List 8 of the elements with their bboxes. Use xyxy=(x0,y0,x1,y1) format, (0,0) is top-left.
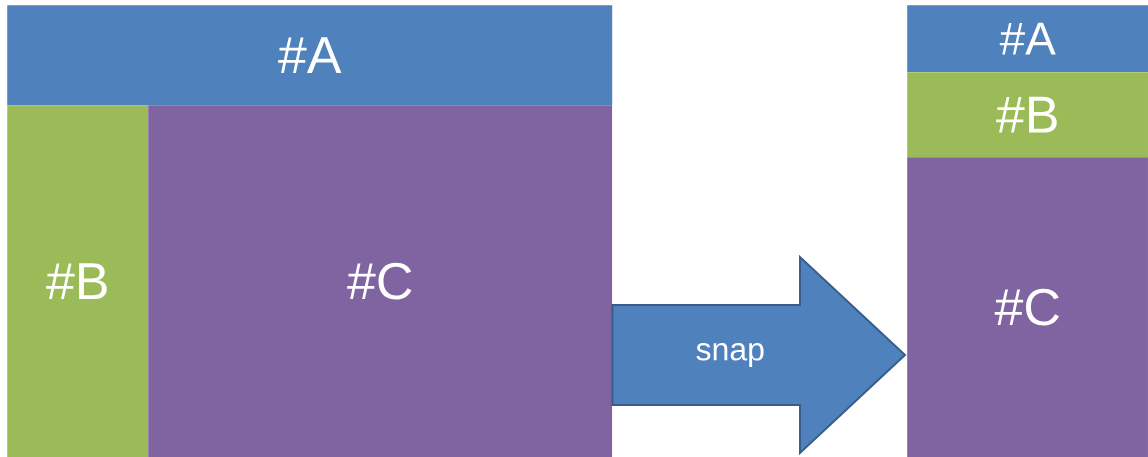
sidebar-box: #B xyxy=(7,105,149,457)
edge-label: snap xyxy=(694,342,766,368)
content-box: #C xyxy=(907,157,1148,457)
header-box: #A xyxy=(907,5,1148,73)
block-arrow xyxy=(611,254,907,456)
header-box: #A xyxy=(7,5,613,106)
content-box: #C xyxy=(148,105,613,457)
sidebar-box: #B xyxy=(907,72,1148,158)
